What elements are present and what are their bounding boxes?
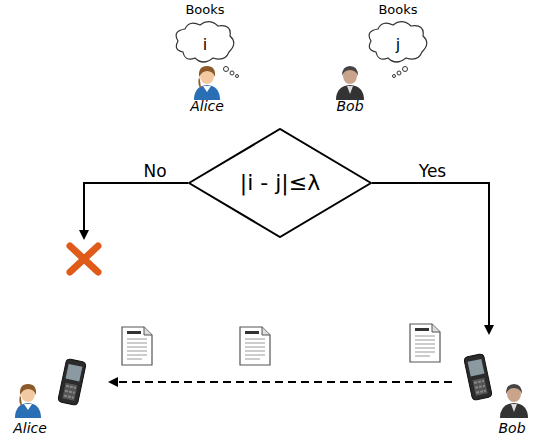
decision-diamond: |i - j|≤λ — [188, 128, 372, 238]
person-phone: Bob — [452, 333, 538, 438]
person-label: Bob — [328, 98, 372, 116]
branch-label: No — [143, 161, 166, 181]
branch-label: Yes — [419, 161, 446, 181]
node-text: Bob — [498, 421, 525, 436]
person-label: Alice — [182, 98, 232, 116]
node-text: i — [203, 36, 207, 54]
thought-cloud: Books i — [170, 0, 240, 66]
cloud-heading: Books — [378, 3, 417, 17]
node-text: j — [396, 36, 400, 54]
flow-arrow — [372, 183, 489, 333]
thought-cloud: Books j — [363, 0, 433, 66]
cloud-heading: Books — [185, 3, 224, 17]
transfer-arrow — [110, 381, 452, 383]
condition-text: |i - j|≤λ — [240, 171, 320, 195]
node-text: Alice — [13, 421, 47, 436]
node-text: Bob — [336, 99, 363, 114]
person-phone: Alice — [4, 340, 110, 438]
node-text: Alice — [190, 99, 224, 114]
